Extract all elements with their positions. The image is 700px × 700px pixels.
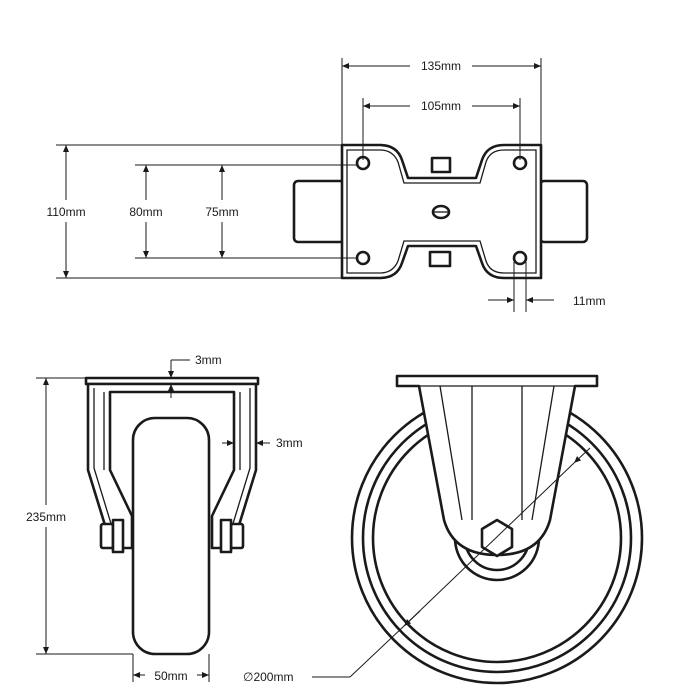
front-wheel	[131, 416, 211, 656]
mounting-hole	[512, 250, 528, 266]
dim-total-height: 235mm	[26, 510, 66, 524]
mounting-hole	[355, 250, 371, 266]
axle-bolt	[229, 522, 245, 550]
top-wheel-right	[538, 179, 589, 244]
top-view: 135mm 105mm 110mm 80mm 75mm 11mm	[46, 58, 605, 312]
dim-wheel-width: 50mm	[154, 669, 187, 683]
dim-plate-thickness: 3mm	[195, 353, 222, 367]
axle-washer	[219, 518, 233, 554]
axle-washer	[111, 518, 125, 554]
dim-wheel-diameter: ∅200mm	[243, 670, 293, 684]
dim-hole-spacing-x: 105mm	[421, 99, 461, 113]
axle-hex-nut	[480, 518, 514, 558]
top-wheel-left	[292, 179, 346, 244]
dim-hole-spacing-y1: 80mm	[129, 205, 162, 219]
dim-overall-height: 110mm	[46, 205, 85, 219]
dim-hole-diameter: 11mm	[573, 294, 605, 308]
side-view: ∅200mm	[243, 374, 644, 685]
axle-bolt	[99, 522, 115, 550]
axle-nut	[428, 250, 452, 268]
axle-nut	[430, 156, 452, 174]
dim-hole-spacing-y2: 75mm	[205, 205, 238, 219]
front-top-plate	[84, 376, 260, 386]
front-view: 3mm 3mm 235mm 50mm	[26, 353, 303, 683]
dim-fork-thickness: 3mm	[276, 436, 303, 450]
dim-overall-width: 135mm	[421, 59, 461, 73]
